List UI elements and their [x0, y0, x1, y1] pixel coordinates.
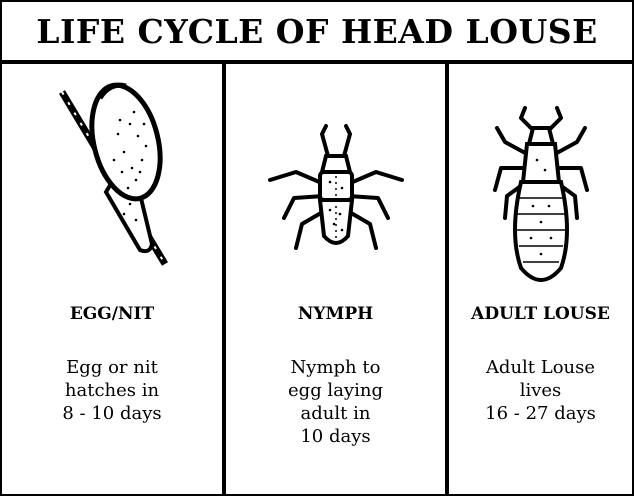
description-line: 8 - 10 days — [2, 402, 222, 425]
stage-egg-nit: EGG/NIT Egg or nit hatches in 8 - 10 day… — [2, 64, 222, 494]
description-line: Egg or nit — [2, 356, 222, 379]
diagram-title: LIFE CYCLE OF HEAD LOUSE — [36, 12, 597, 51]
description-line: 16 - 27 days — [449, 402, 632, 425]
description-line: adult in — [226, 402, 445, 425]
description-line: Adult Louse — [449, 356, 632, 379]
stage-description: Egg or nit hatches in 8 - 10 days — [2, 356, 222, 425]
nymph-illustration — [226, 64, 445, 294]
description-line: egg laying — [226, 379, 445, 402]
description-line: Nymph to — [226, 356, 445, 379]
title-bar: LIFE CYCLE OF HEAD LOUSE — [2, 2, 632, 64]
adult-louse-illustration — [449, 64, 632, 294]
stage-nymph: NYMPH Nymph to egg laying adult in 10 da… — [226, 64, 445, 494]
stage-adult-louse: ADULT LOUSE Adult Louse lives 16 - 27 da… — [449, 64, 632, 494]
description-line: lives — [449, 379, 632, 402]
stage-columns: EGG/NIT Egg or nit hatches in 8 - 10 day… — [2, 64, 632, 494]
description-line: hatches in — [2, 379, 222, 402]
stage-description: Nymph to egg laying adult in 10 days — [226, 356, 445, 448]
stage-name: EGG/NIT — [2, 304, 222, 324]
stage-name: ADULT LOUSE — [449, 304, 632, 324]
stage-name: NYMPH — [226, 304, 445, 324]
stage-description: Adult Louse lives 16 - 27 days — [449, 356, 632, 425]
description-line: 10 days — [226, 425, 445, 448]
egg-nit-illustration — [2, 64, 222, 294]
